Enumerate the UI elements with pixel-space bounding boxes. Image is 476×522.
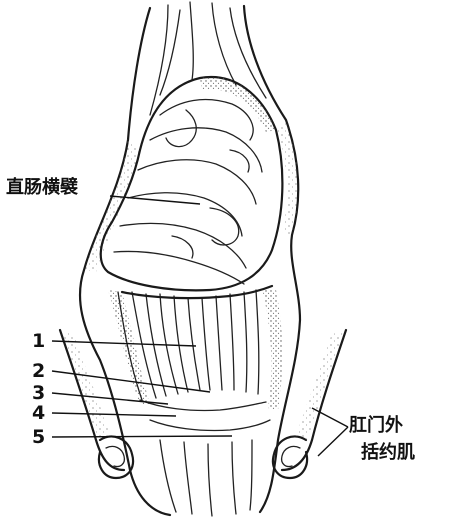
label-1: 1 [32, 330, 45, 352]
label-4: 4 [32, 402, 45, 424]
leader-5 [52, 436, 232, 437]
label-external-sphincter-line2: 括约肌 [361, 441, 415, 463]
label-5: 5 [32, 426, 45, 448]
leader-3 [52, 393, 168, 404]
leader-sphincter-b [318, 427, 348, 456]
label-2: 2 [32, 360, 45, 382]
label-external-sphincter-line1: 肛门外 [349, 414, 403, 436]
label-3: 3 [32, 382, 45, 404]
label-transverse-fold: 直肠横襞 [6, 176, 79, 198]
anal-canal [150, 420, 270, 516]
external-anal-sphincter [60, 330, 346, 478]
leader-4 [52, 413, 176, 416]
anal-columns [108, 286, 282, 411]
